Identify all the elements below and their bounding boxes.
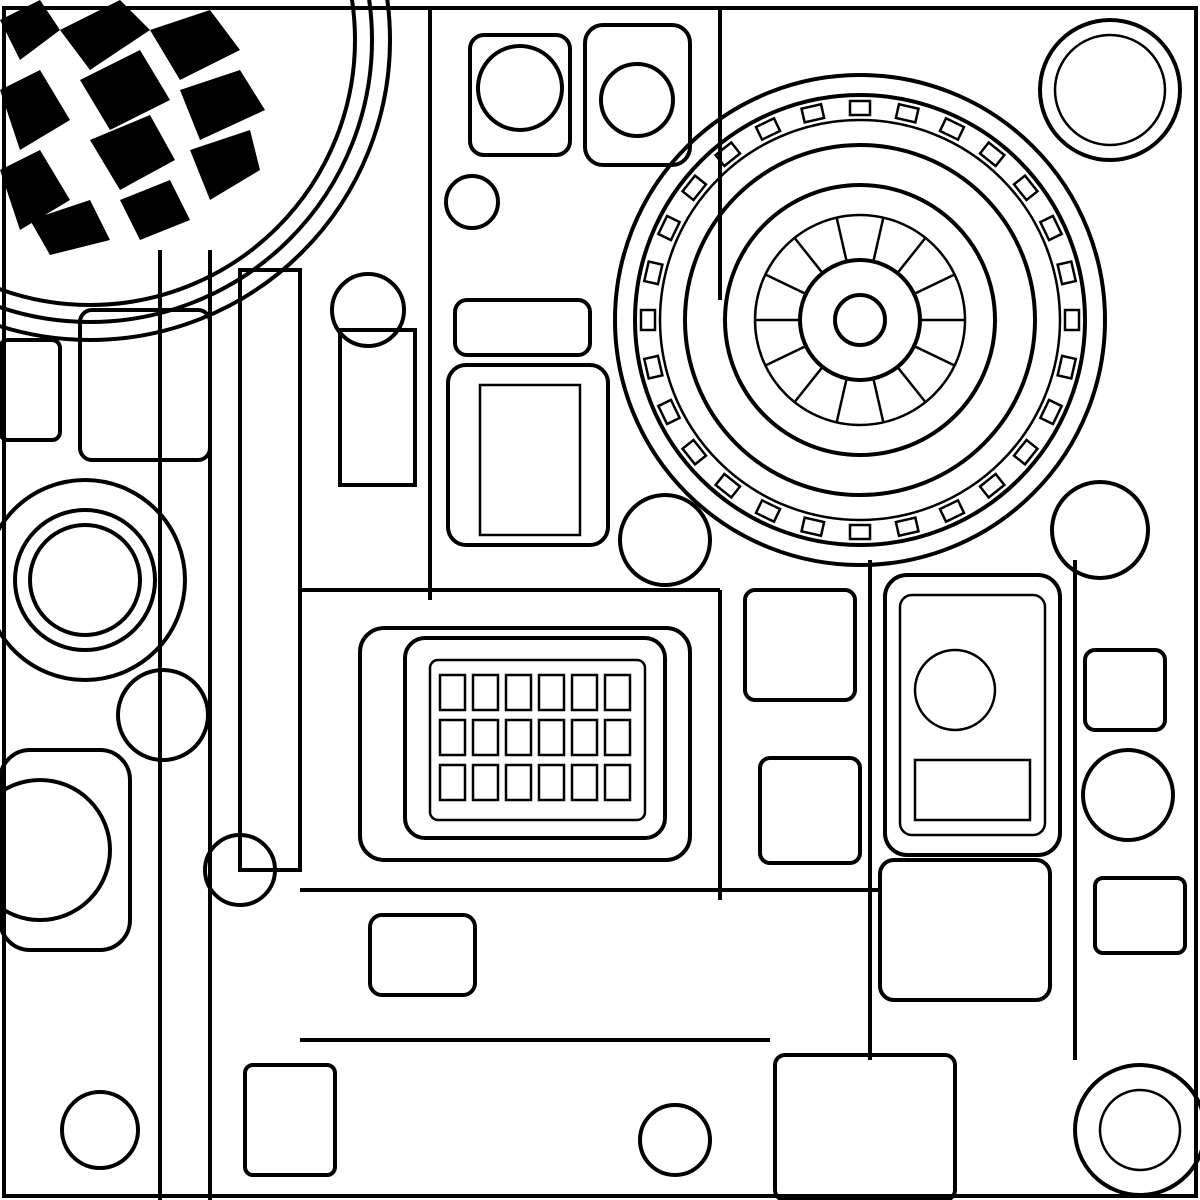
right-monitor	[883, 573, 1062, 857]
panel-modules	[0, 10, 1187, 1200]
circular-vent-grille	[0, 0, 392, 342]
left-round-gauge	[0, 478, 187, 682]
main-radial-dial	[613, 73, 1107, 567]
bottom-left-gauge	[0, 748, 140, 1170]
central-monitor	[358, 626, 692, 862]
